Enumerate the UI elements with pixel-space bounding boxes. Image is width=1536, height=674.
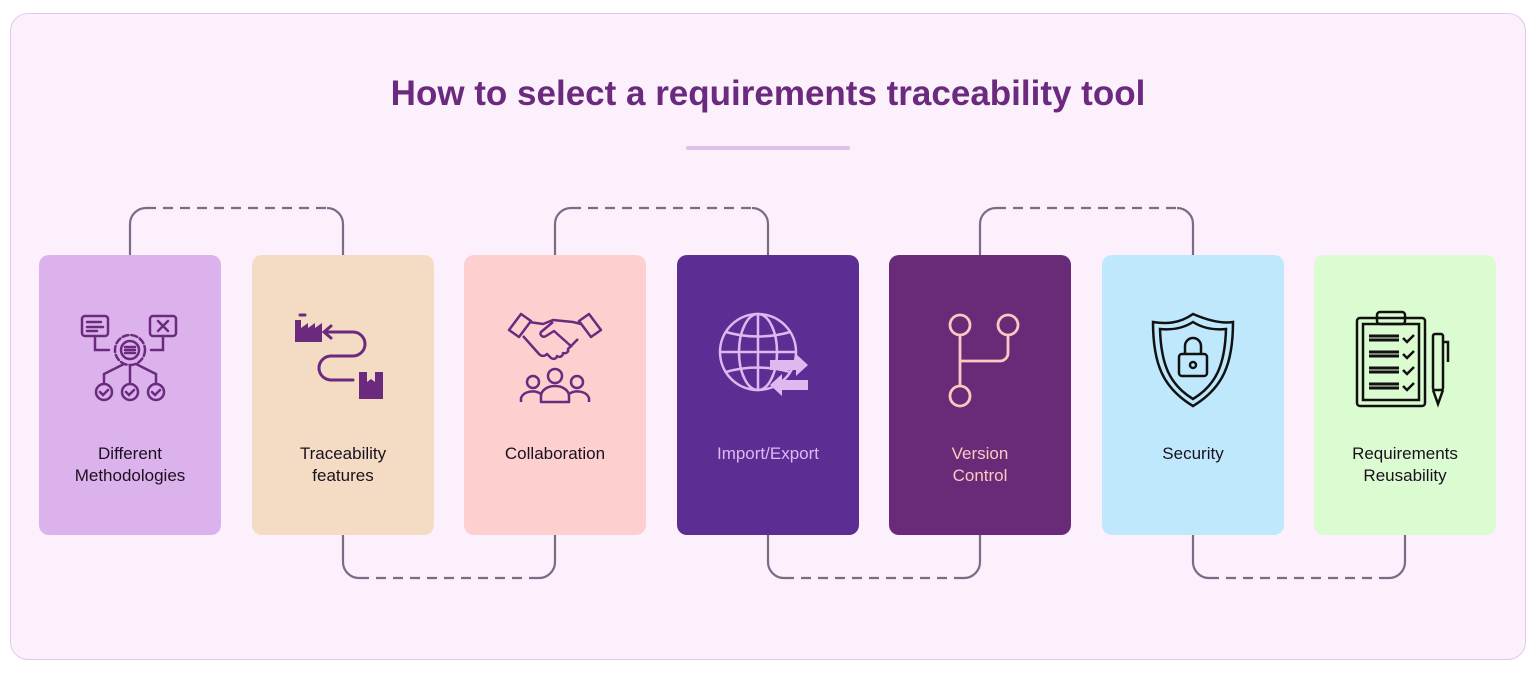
card-import-export: Import/Export (677, 255, 859, 535)
card-label: Import/Export (716, 444, 820, 463)
supply-chain-icon (295, 313, 383, 399)
card-security: Security (1102, 255, 1284, 535)
globe-transfer-icon (718, 312, 808, 396)
title-underline (686, 146, 850, 150)
connector-bottom-2-3 (341, 535, 557, 580)
card-collaboration: Collaboration (464, 255, 646, 535)
connector-top-3-4 (553, 206, 770, 255)
card-label: Collaboration (504, 444, 606, 463)
connector-bottom-6-7 (1191, 535, 1407, 580)
connector-top-5-6 (978, 206, 1195, 255)
clipboard-checklist-icon (1355, 310, 1450, 408)
gear-network-icon (80, 314, 178, 402)
handshake-team-icon (507, 312, 603, 404)
connector-bottom-4-5 (766, 535, 982, 580)
branch-icon (948, 313, 1020, 408)
connector-top-1-2 (128, 206, 345, 255)
shield-lock-icon (1151, 312, 1235, 408)
card-label: Security (1162, 444, 1224, 463)
page-title: How to select a requirements traceabilit… (390, 74, 1146, 113)
